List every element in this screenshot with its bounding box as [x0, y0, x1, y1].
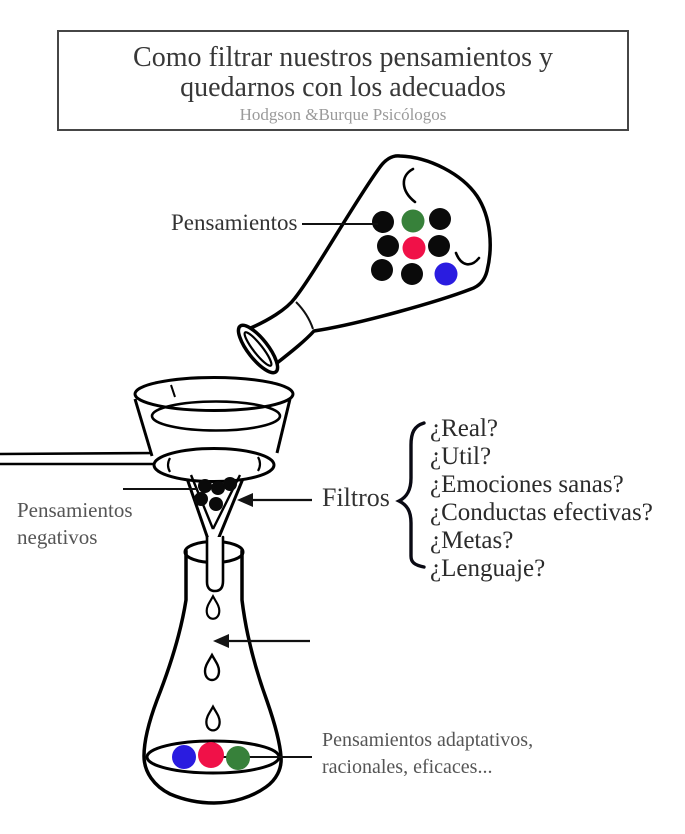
thoughts-label: Pensamientos — [171, 210, 298, 235]
negative-dot — [211, 481, 225, 495]
subtitle: Hodgson &Burque Psicólogos — [239, 105, 447, 124]
thought-dot-black — [428, 235, 450, 257]
thought-dot-black — [401, 263, 423, 285]
negative-thoughts-label: Pensamientos negativos — [17, 497, 133, 551]
negative-dot — [194, 492, 208, 506]
negative-dot — [209, 497, 223, 511]
filter-question: ¿Lenguaje? — [430, 555, 546, 582]
funnel-rim — [133, 376, 295, 412]
negative-thoughts-label-line2: negativos — [17, 525, 98, 549]
clamp-ring-left-edge — [166, 457, 171, 473]
adaptive-thoughts-label: Pensamientos adaptativos, racionales, ef… — [322, 727, 533, 781]
adaptive-dot-red — [198, 742, 224, 768]
negative-dot — [223, 477, 237, 491]
top-flask-hook-mark — [402, 167, 417, 204]
funnel-cup-left-wall — [133, 398, 154, 457]
thought-dot-blue — [434, 262, 458, 286]
filters-label: Filtros — [322, 483, 390, 512]
flask-arrowhead-icon — [213, 634, 229, 648]
bottom-flask — [142, 535, 312, 805]
thought-dot-red — [402, 236, 426, 260]
adaptive-dot-green — [226, 746, 250, 770]
negative-thoughts-label-line1: Pensamientos — [17, 498, 133, 522]
thought-dot-black — [372, 211, 394, 233]
funnel — [0, 376, 312, 543]
clamp-arm-top-line — [0, 451, 161, 456]
filter-question: ¿Real? — [430, 415, 499, 442]
thought-dots — [371, 208, 458, 286]
top-flask-mouth-icon — [236, 323, 280, 375]
top-flask-outline — [244, 154, 492, 369]
clamp-ring-right-edge — [257, 456, 262, 472]
bottom-flask-outline — [142, 549, 283, 805]
thought-dot-black — [377, 235, 399, 257]
filter-question: ¿Emociones sanas? — [430, 471, 624, 498]
negative-dot — [198, 479, 212, 493]
filter-question: ¿Conductas efectivas? — [430, 499, 653, 526]
drop-icon — [203, 652, 221, 682]
top-flask-smile-mark — [454, 251, 481, 266]
funnel-cup-body — [135, 399, 290, 456]
page-title-line1: Como filtrar nuestros pensamientos y — [133, 42, 553, 73]
funnel-stem — [205, 535, 225, 593]
filter-questions-list: ¿Real? ¿Util? ¿Emociones sanas? ¿Conduct… — [430, 415, 653, 583]
clamp-ring — [152, 447, 276, 483]
thought-dot-black — [429, 208, 451, 230]
funnel-inner-surface — [150, 400, 282, 432]
page-title-line2: quedarnos con los adecuados — [180, 72, 506, 103]
top-flask-neck-line — [295, 301, 314, 330]
drop-icon — [205, 594, 221, 620]
thought-dot-black — [371, 259, 393, 281]
adaptive-thoughts-label-line1: Pensamientos adaptativos, — [322, 729, 534, 751]
filters-arrowhead-icon — [237, 493, 253, 507]
filters-brace-icon — [395, 421, 426, 569]
adaptive-thoughts-label-line2: racionales, eficaces... — [322, 756, 493, 778]
filter-question: ¿Metas? — [430, 527, 514, 554]
funnel-cup-right-wall — [275, 398, 292, 454]
thought-dot-green — [401, 209, 425, 233]
adaptive-dot-blue — [172, 745, 196, 769]
drop-icon — [205, 704, 221, 732]
filter-question: ¿Util? — [430, 443, 492, 470]
adaptive-thought-dots — [172, 742, 250, 770]
title-box: Como filtrar nuestros pensamientos y que… — [57, 30, 629, 131]
top-flask-mouth-inner-icon — [243, 331, 273, 367]
top-flask — [236, 154, 492, 375]
negative-thought-dots — [194, 477, 237, 511]
funnel-rim-tick — [170, 384, 176, 398]
